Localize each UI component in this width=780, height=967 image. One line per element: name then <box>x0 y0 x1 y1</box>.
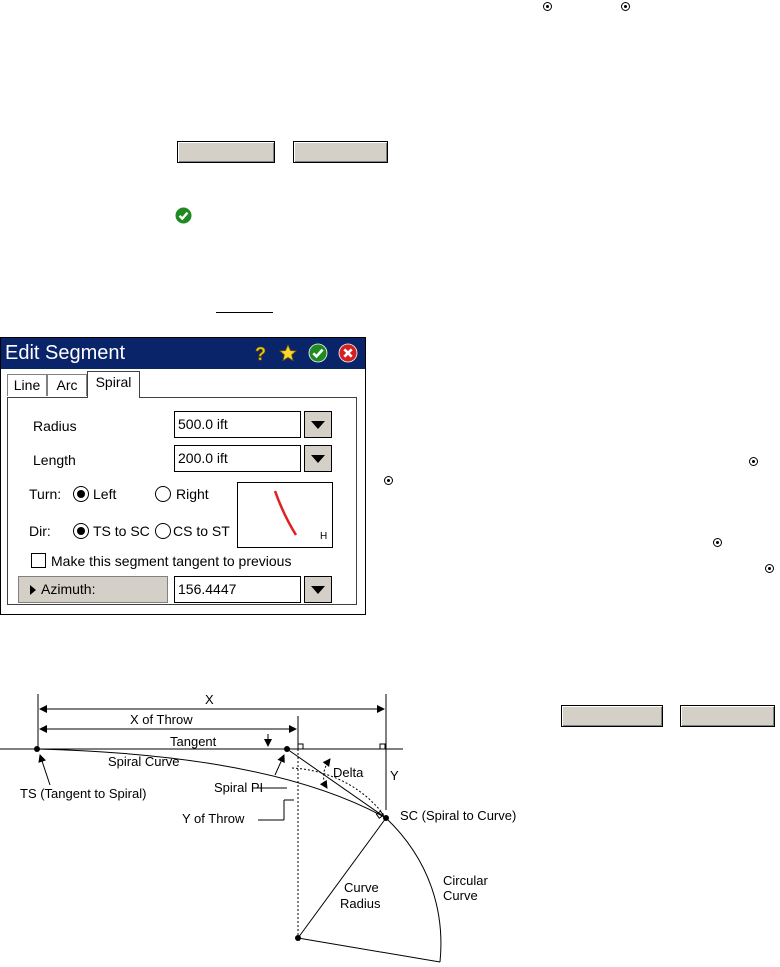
curve-radius-label-2: Radius <box>340 896 381 911</box>
radio-indicator <box>384 476 393 485</box>
circular-curve <box>385 817 442 963</box>
azimuth-dropdown-button[interactable] <box>304 576 332 603</box>
tangent-checkbox-label: Make this segment tangent to previous <box>51 553 292 569</box>
x-of-throw-label: X of Throw <box>130 712 193 727</box>
radio-indicator <box>621 2 630 11</box>
length-label: Length <box>33 452 76 468</box>
azimuth-button[interactable]: Azimuth: <box>18 576 168 603</box>
spiral-preview: H <box>237 482 333 548</box>
turn-left-label: Left <box>93 486 117 502</box>
blank-button[interactable] <box>680 705 775 727</box>
dialog-title: Edit Segment <box>5 342 126 364</box>
blank-button[interactable] <box>177 141 275 163</box>
underline-mark <box>216 312 273 313</box>
circle-extension <box>291 767 387 819</box>
dir-ts-to-sc-label: TS to SC <box>93 523 150 539</box>
title-bar: Edit Segment ? <box>1 338 365 369</box>
dir-ts-to-sc-radio[interactable] <box>73 523 89 539</box>
curve-radius-label-1: Curve <box>344 880 379 895</box>
x-label: X <box>205 692 214 707</box>
turn-label: Turn: <box>29 486 62 502</box>
sc-label: SC (Spiral to Curve) <box>400 808 516 823</box>
tab-arc[interactable]: Arc <box>47 374 87 396</box>
turn-right-radio[interactable] <box>155 486 171 502</box>
spiral-panel: Radius 500.0 ift Length 200.0 ift Turn: … <box>7 397 357 605</box>
radio-indicator <box>749 457 758 466</box>
spiral-preview-curve <box>273 490 298 536</box>
radio-indicator <box>713 538 722 547</box>
radius-dropdown-button[interactable] <box>304 411 332 438</box>
turn-left-radio[interactable] <box>73 486 89 502</box>
length-field[interactable]: 200.0 ift <box>174 445 301 472</box>
blank-button[interactable] <box>561 705 663 727</box>
radio-indicator <box>765 564 774 573</box>
radius-field[interactable]: 500.0 ift <box>174 411 301 438</box>
length-dropdown-button[interactable] <box>304 445 332 472</box>
expand-arrow-icon <box>30 585 36 595</box>
ok-check-icon[interactable] <box>307 342 329 364</box>
svg-text:?: ? <box>255 344 266 363</box>
radius-label: Radius <box>33 418 77 434</box>
y-label: Y <box>390 768 399 783</box>
circular-curve-label-2: Curve <box>443 888 478 903</box>
radio-indicator <box>543 2 552 11</box>
edit-segment-dialog: Edit Segment ? Line Arc Spiral Radius 50… <box>0 337 366 615</box>
tangent-label: Tangent <box>170 734 217 749</box>
dir-label: Dir: <box>29 523 51 539</box>
azimuth-field[interactable]: 156.4447 <box>174 576 301 603</box>
y-of-throw-label: Y of Throw <box>182 811 245 826</box>
blank-button[interactable] <box>293 141 388 163</box>
ts-label: TS (Tangent to Spiral) <box>20 786 146 801</box>
dir-cs-to-st-label: CS to ST <box>173 523 230 539</box>
ok-icon <box>175 207 192 224</box>
help-icon[interactable]: ? <box>249 342 271 364</box>
azimuth-label: Azimuth: <box>41 581 96 597</box>
preview-h-label: H <box>320 531 328 542</box>
delta-label: Delta <box>333 765 364 780</box>
tab-line[interactable]: Line <box>7 374 47 396</box>
turn-right-label: Right <box>176 486 209 502</box>
tangent-checkbox[interactable] <box>31 553 46 568</box>
tab-spiral[interactable]: Spiral <box>87 371 140 398</box>
dir-cs-to-st-radio[interactable] <box>155 523 171 539</box>
spiral-curve <box>36 748 387 819</box>
favorite-star-icon[interactable] <box>277 342 299 364</box>
circular-curve-label-1: Circular <box>443 873 488 888</box>
spiral-curve-label: Spiral Curve <box>108 754 180 769</box>
spiral-curve-diagram: X X of Throw Tangent Spiral Curve Y Delt… <box>0 692 516 963</box>
close-icon[interactable] <box>337 342 359 364</box>
spiral-pi-label: Spiral PI <box>214 780 263 795</box>
